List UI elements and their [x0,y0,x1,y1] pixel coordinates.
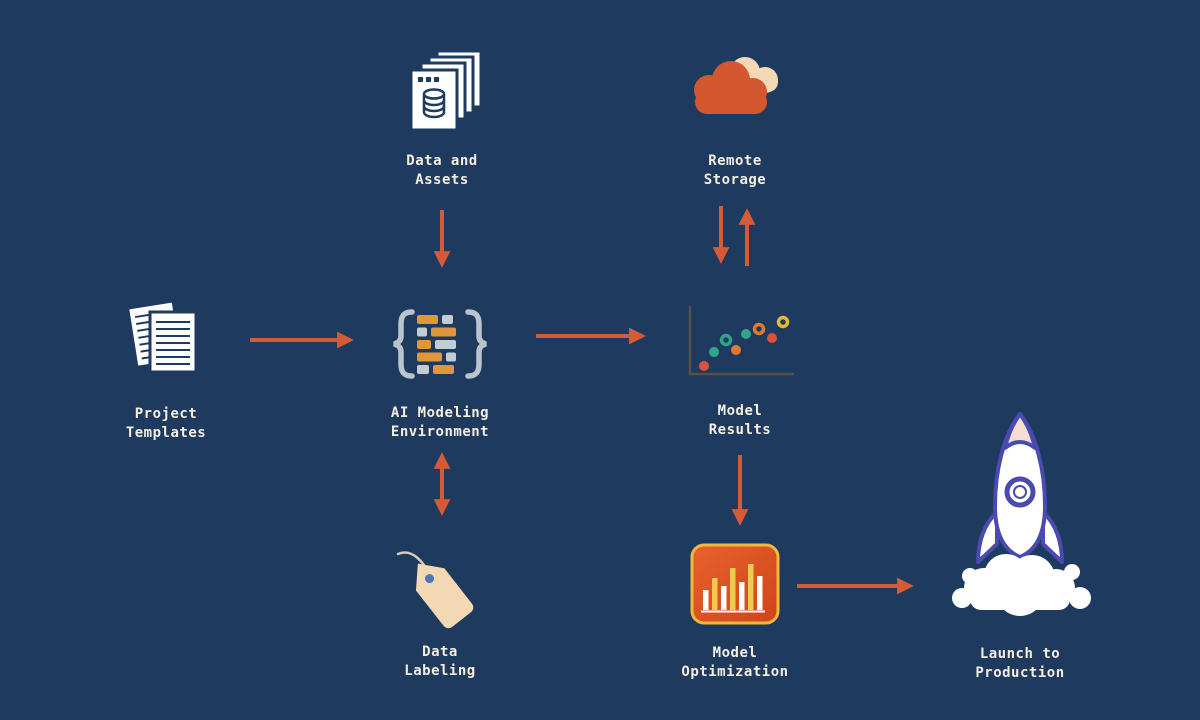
node-label-line: Remote [708,153,762,169]
node-label-line: Environment [390,424,490,440]
price-tag-icon [396,551,474,629]
node-launch-production: Launch to Production [940,392,1100,683]
node-label-line: Optimization [681,664,789,680]
node-label-line: AI Modeling [390,405,490,421]
node-data-labeling: Data Labeling [360,540,520,681]
node-label-line: Data and [406,153,478,169]
rocket-fin-right [1041,510,1064,564]
code-lines [417,315,456,374]
rocket-launch-icon [952,412,1091,616]
node-label-line: Data [422,644,458,660]
node-label-line: Labeling [404,663,476,679]
rocket-window [1004,476,1036,508]
node-label-line: Launch to [979,646,1061,662]
node-model-optimization: Model Optimization [655,542,815,682]
node-project-templates: Project Templates [86,296,246,443]
node-model-results: Model Results [660,302,820,440]
rocket-nose-cone [1003,412,1037,450]
code-braces-icon [393,309,487,379]
node-data-assets: Data and Assets [362,48,522,190]
node-label-line: Model [717,403,763,419]
bar-chart-bars [701,564,765,613]
stacked-data-files-icon [409,49,483,132]
scatter-plot-icon [688,306,794,376]
node-label-line: Production [975,665,1065,681]
node-label-line: Results [708,422,772,438]
tag-hole [425,574,435,584]
node-label-line: Model [712,645,758,661]
rocket-fin-left [976,510,999,564]
node-ai-modeling: AI Modeling Environment [360,308,520,442]
node-label-line: Assets [415,172,469,188]
database-cylinder-icon [422,88,446,119]
node-label-line: Project [134,406,198,422]
paper-documents-icon [126,299,198,374]
smoke-cloud [952,554,1091,616]
node-label-line: Templates [125,425,207,441]
bar-chart-badge-icon [690,543,780,625]
node-remote-storage: Remote Storage [655,48,815,190]
cloud-icon [694,57,778,114]
node-label-line: Storage [703,172,767,188]
